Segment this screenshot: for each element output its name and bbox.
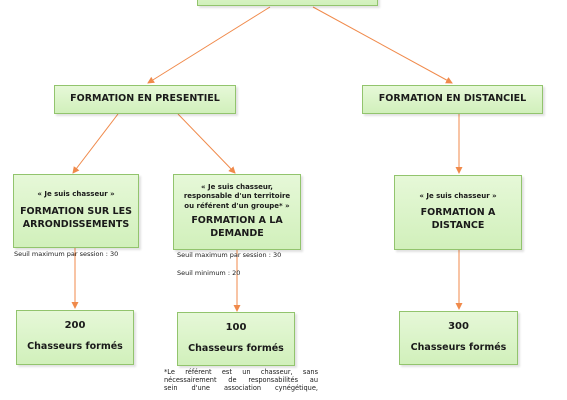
footnote-line: *Le référent est un chasseur, sans bbox=[164, 368, 318, 376]
root-node bbox=[197, 0, 378, 6]
presentiel-node: FORMATION EN PRESENTIEL bbox=[54, 85, 236, 114]
result-arrondissements-node: 200 Chasseurs formés bbox=[16, 310, 134, 365]
arrow-presentiel-to-demande bbox=[177, 113, 236, 174]
demande-title: FORMATION A LA DEMANDE bbox=[191, 215, 283, 240]
footnote: *Le référent est un chasseur, sans néces… bbox=[164, 368, 318, 393]
demande-node: « Je suis chasseur, responsable d'un ter… bbox=[173, 174, 301, 250]
distance-quote: « Je suis chasseur » bbox=[419, 191, 497, 200]
presentiel-label: FORMATION EN PRESENTIEL bbox=[70, 93, 220, 105]
result-arrondissements-number: 200 bbox=[64, 320, 86, 332]
footnote-line: sein d'une association cynégétique, bbox=[164, 384, 318, 393]
result-distance-node: 300 Chasseurs formés bbox=[399, 311, 518, 365]
arrow-root-to-distanciel bbox=[312, 6, 453, 84]
demande-threshold-min-note: Seuil minimum : 20 bbox=[177, 269, 241, 277]
result-distance-number: 300 bbox=[448, 320, 469, 332]
footnote-line: nécessairement de responsabilités au bbox=[164, 376, 318, 385]
arrondissements-title: FORMATION SUR LES ARRONDISSEMENTS bbox=[20, 205, 132, 230]
arrow-root-to-presentiel bbox=[147, 6, 271, 84]
distance-node: « Je suis chasseur » FORMATION A DISTANC… bbox=[394, 175, 522, 250]
arrondissements-quote: « Je suis chasseur » bbox=[37, 190, 115, 199]
distanciel-node: FORMATION EN DISTANCIEL bbox=[362, 85, 543, 114]
distanciel-label: FORMATION EN DISTANCIEL bbox=[378, 93, 527, 105]
result-distance-label: Chasseurs formés bbox=[410, 341, 507, 353]
arrondissements-node: « Je suis chasseur » FORMATION SUR LES A… bbox=[13, 174, 139, 248]
demande-threshold-max-note: Seuil maximum par session : 30 bbox=[177, 251, 282, 259]
result-demande-node: 100 Chasseurs formés bbox=[177, 312, 295, 366]
arrondissements-threshold-note: Seuil maximum par session : 30 bbox=[14, 250, 119, 258]
demande-quote: « Je suis chasseur, responsable d'un ter… bbox=[183, 183, 291, 210]
result-arrondissements-label: Chasseurs formés bbox=[27, 341, 123, 353]
result-demande-number: 100 bbox=[225, 321, 247, 333]
arrow-presentiel-to-arrondissements bbox=[72, 113, 119, 174]
distance-title: FORMATION A DISTANCE bbox=[420, 207, 496, 232]
result-demande-label: Chasseurs formés bbox=[188, 342, 284, 354]
